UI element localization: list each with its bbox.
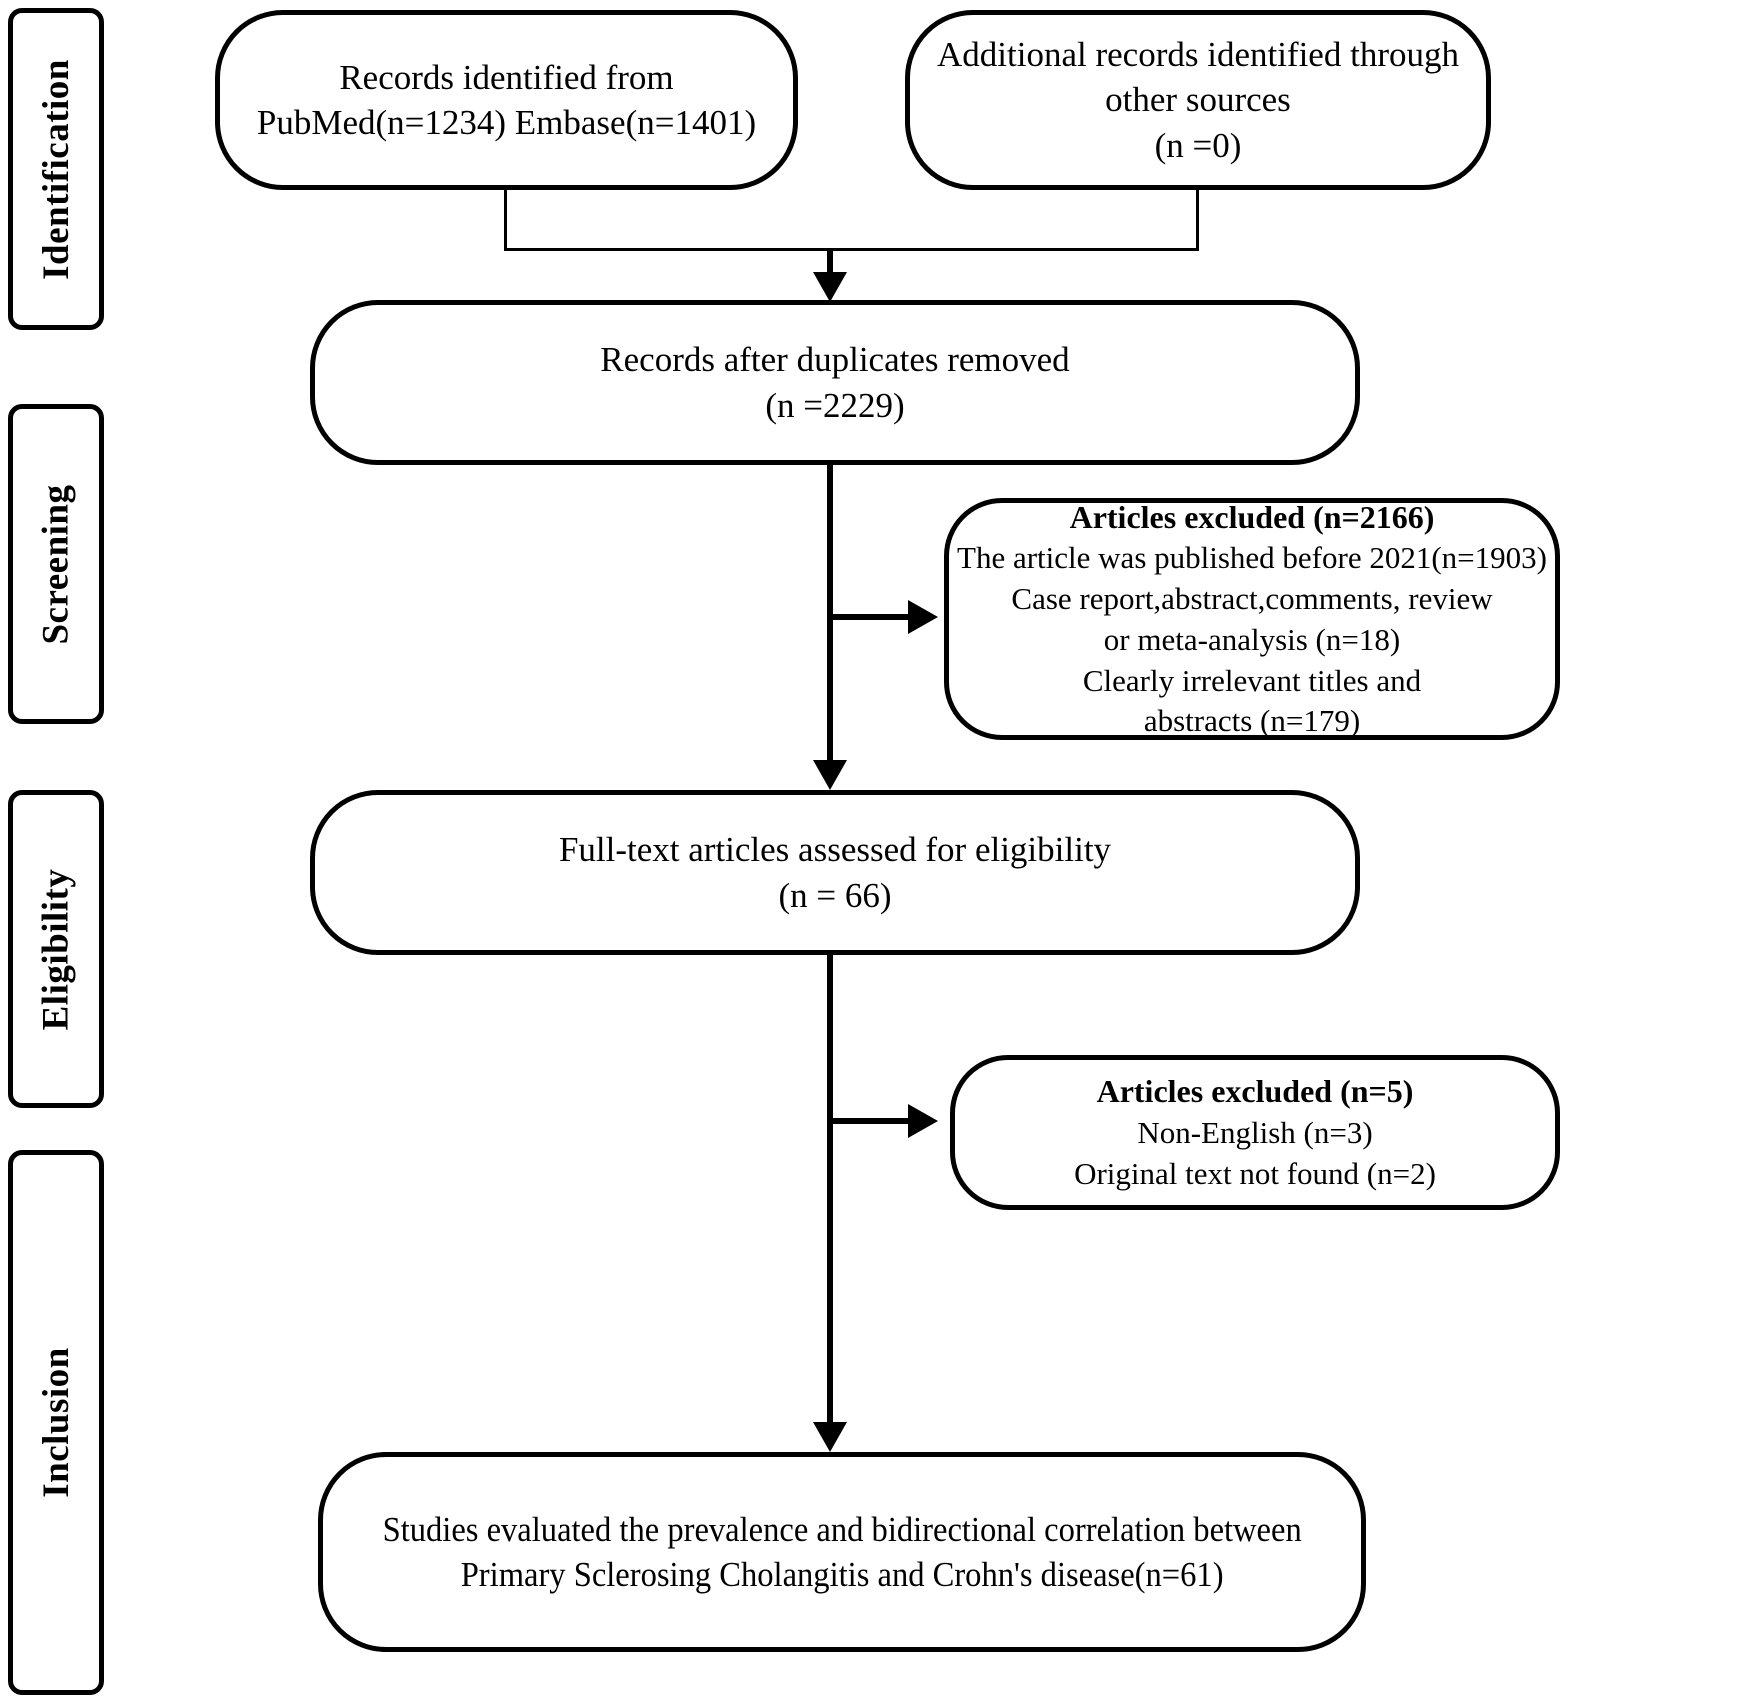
box-line: Records identified from xyxy=(339,57,674,97)
box-articles-excluded-eligibility: Articles excluded (n=5) Non-English (n=3… xyxy=(950,1055,1560,1210)
stage-box-identification: Identification xyxy=(8,8,104,330)
box-additional-records-other-sources: Additional records identified through ot… xyxy=(905,10,1491,190)
box-articles-excluded-screening: Articles excluded (n=2166) The article w… xyxy=(944,498,1560,740)
connector-merge-to-duplicates xyxy=(827,248,833,284)
box-line: The article was published before 2021(n=… xyxy=(957,539,1547,575)
stage-box-inclusion: Inclusion xyxy=(8,1150,104,1695)
stage-label-eligibility: Eligibility xyxy=(35,868,77,1030)
box-line: Records after duplicates removed xyxy=(600,340,1070,379)
connector-left-drop xyxy=(504,190,507,250)
box-line: Studies evaluated the prevalence and bid… xyxy=(382,1509,1302,1549)
box-line: Original text not found (n=2) xyxy=(1074,1155,1436,1191)
connector-right-drop xyxy=(1196,190,1199,250)
box-line: (n = 66) xyxy=(778,875,892,915)
box-line: Case report,abstract,comments, review xyxy=(1011,580,1493,616)
box-fulltext-articles-assessed: Full-text articles assessed for eligibil… xyxy=(310,790,1360,955)
box-line: PubMed(n=1234) Embase(n=1401) xyxy=(256,103,757,142)
stage-label-screening: Screening xyxy=(35,483,77,645)
box-heading: Articles excluded (n=5) xyxy=(1096,1073,1414,1110)
box-line: Primary Sclerosing Cholangitis and Crohn… xyxy=(460,1555,1224,1594)
box-line: Non-English (n=3) xyxy=(1137,1114,1373,1150)
box-line: (n =0) xyxy=(1154,125,1242,165)
stage-box-eligibility: Eligibility xyxy=(8,790,104,1108)
connector-fulltext-to-included xyxy=(827,955,833,1435)
box-included-studies: Studies evaluated the prevalence and bid… xyxy=(318,1452,1366,1652)
box-records-identified-databases: Records identified from PubMed(n=1234) E… xyxy=(215,10,798,190)
arrowhead-to-excluded-eligibility-box xyxy=(908,1104,938,1138)
stage-box-screening: Screening xyxy=(8,404,104,724)
box-line: Clearly irrelevant titles and xyxy=(1082,662,1422,698)
arrowhead-to-fulltext-box xyxy=(813,760,847,790)
stage-label-identification: Identification xyxy=(35,58,77,280)
box-line: Full-text articles assessed for eligibil… xyxy=(558,830,1112,869)
box-heading: Articles excluded (n=2166) xyxy=(1069,498,1435,535)
stage-label-inclusion: Inclusion xyxy=(35,1347,77,1498)
connector-branch-to-excluded-screening xyxy=(830,614,915,620)
arrowhead-to-excluded-screening-box xyxy=(908,600,938,634)
box-line: (n =2229) xyxy=(765,385,905,425)
box-line: other sources xyxy=(1105,80,1291,120)
connector-merge-bar xyxy=(504,248,1199,251)
box-line: or meta-analysis (n=18) xyxy=(1103,621,1401,657)
connector-branch-to-excluded-eligibility xyxy=(830,1118,915,1124)
box-records-after-duplicates-removed: Records after duplicates removed (n =222… xyxy=(310,300,1360,465)
arrowhead-to-included-box xyxy=(813,1422,847,1452)
box-line: Additional records identified through xyxy=(937,34,1459,74)
connector-duplicates-to-fulltext xyxy=(827,465,833,775)
box-line: abstracts (n=179) xyxy=(1143,703,1361,739)
arrowhead-to-duplicates-box xyxy=(813,272,847,302)
